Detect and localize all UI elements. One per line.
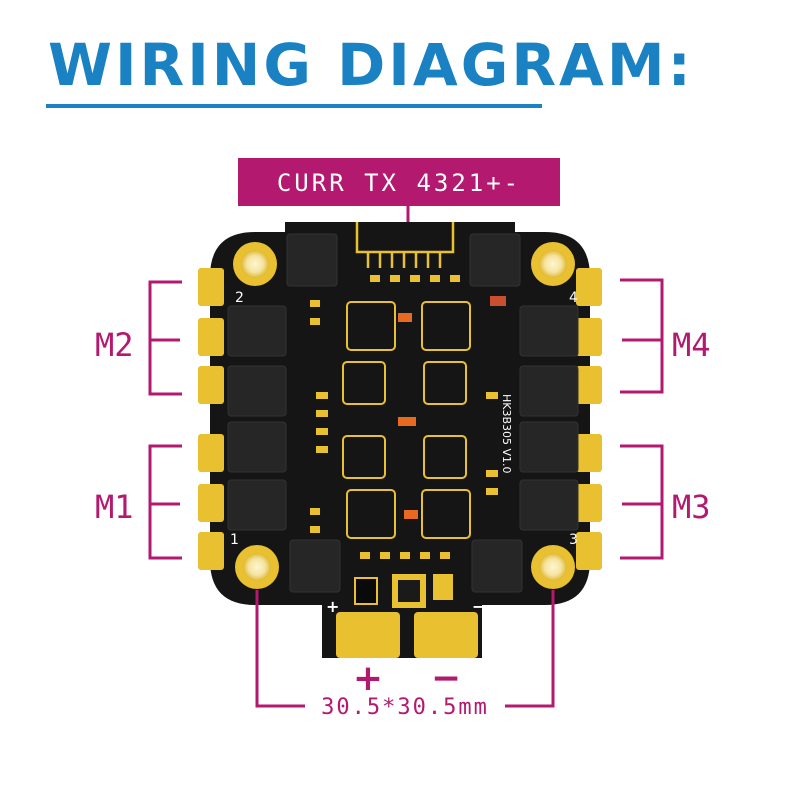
connector-label-box — [238, 158, 560, 206]
driver-chip — [346, 301, 396, 351]
corner-number-3: 3 — [569, 532, 578, 548]
pad-m1-1 — [198, 434, 224, 472]
silk-negative: − — [472, 597, 485, 616]
bracket-m3 — [620, 444, 664, 560]
driver-chip — [346, 489, 396, 539]
mosfet — [227, 421, 287, 473]
esc-board: 2 4 1 3 + − HK3B305 V1.0 — [198, 222, 602, 658]
silk-positive: + — [326, 597, 339, 616]
corner-number-2: 2 — [235, 290, 244, 306]
pad-m2-1 — [198, 268, 224, 306]
driver-chips — [342, 301, 471, 539]
connector-label-text: CURR TX 4321+- — [277, 169, 521, 197]
driver-chip — [342, 435, 386, 479]
corner-number-4: 4 — [569, 290, 578, 306]
side-pads-right — [576, 268, 602, 570]
pad-m1-3 — [198, 532, 224, 570]
dimension-label: 30.5*30.5mm — [321, 695, 489, 720]
driver-chip — [342, 361, 386, 405]
mosfet — [289, 539, 341, 593]
mosfet — [227, 479, 287, 531]
pad-m1-2 — [198, 484, 224, 522]
mosfets — [227, 233, 579, 593]
battery-positive-pad — [336, 612, 400, 658]
battery-negative-pad — [414, 612, 478, 658]
pad-m4-2 — [576, 318, 602, 356]
power-pads — [336, 612, 478, 658]
motor-label-m3: M3 — [672, 488, 711, 526]
mosfet — [519, 305, 579, 357]
pad-m3-1 — [576, 434, 602, 472]
driver-chip — [423, 435, 467, 479]
bracket-m2 — [148, 280, 182, 396]
dimension-bracket — [255, 590, 555, 708]
motor-label-m4: M4 — [672, 326, 711, 364]
driver-chip — [423, 361, 467, 405]
power-negative-label: − — [431, 658, 461, 699]
board-model-text: HK3B305 V1.0 — [500, 394, 513, 474]
side-pads-left — [198, 268, 224, 570]
mosfet — [519, 479, 579, 531]
motor-brackets — [148, 278, 664, 560]
ribbon-connector — [355, 222, 455, 268]
pad-m3-2 — [576, 484, 602, 522]
power-positive-label: + — [353, 658, 383, 699]
mosfet — [286, 233, 338, 287]
pad-m4-1 — [576, 268, 602, 306]
mosfet — [519, 421, 579, 473]
mosfet — [469, 233, 521, 287]
motor-label-m2: M2 — [95, 326, 134, 364]
mounting-holes — [233, 242, 575, 589]
pad-m2-3 — [198, 366, 224, 404]
driver-chip — [421, 301, 471, 351]
smd-components — [310, 275, 506, 608]
mosfet — [227, 305, 287, 357]
corner-number-1: 1 — [230, 532, 239, 548]
bracket-m4 — [620, 278, 664, 394]
pad-m4-3 — [576, 366, 602, 404]
mosfet — [519, 365, 579, 417]
title-underline — [46, 104, 542, 108]
bracket-m1 — [148, 444, 182, 560]
page-title: WIRING DIAGRAM: — [48, 31, 694, 99]
mosfet — [471, 539, 523, 593]
motor-label-m1: M1 — [95, 488, 134, 526]
connector-label: CURR TX 4321+- — [238, 158, 560, 230]
mosfet — [227, 365, 287, 417]
pad-m3-3 — [576, 532, 602, 570]
driver-chip — [421, 489, 471, 539]
pad-m2-2 — [198, 318, 224, 356]
